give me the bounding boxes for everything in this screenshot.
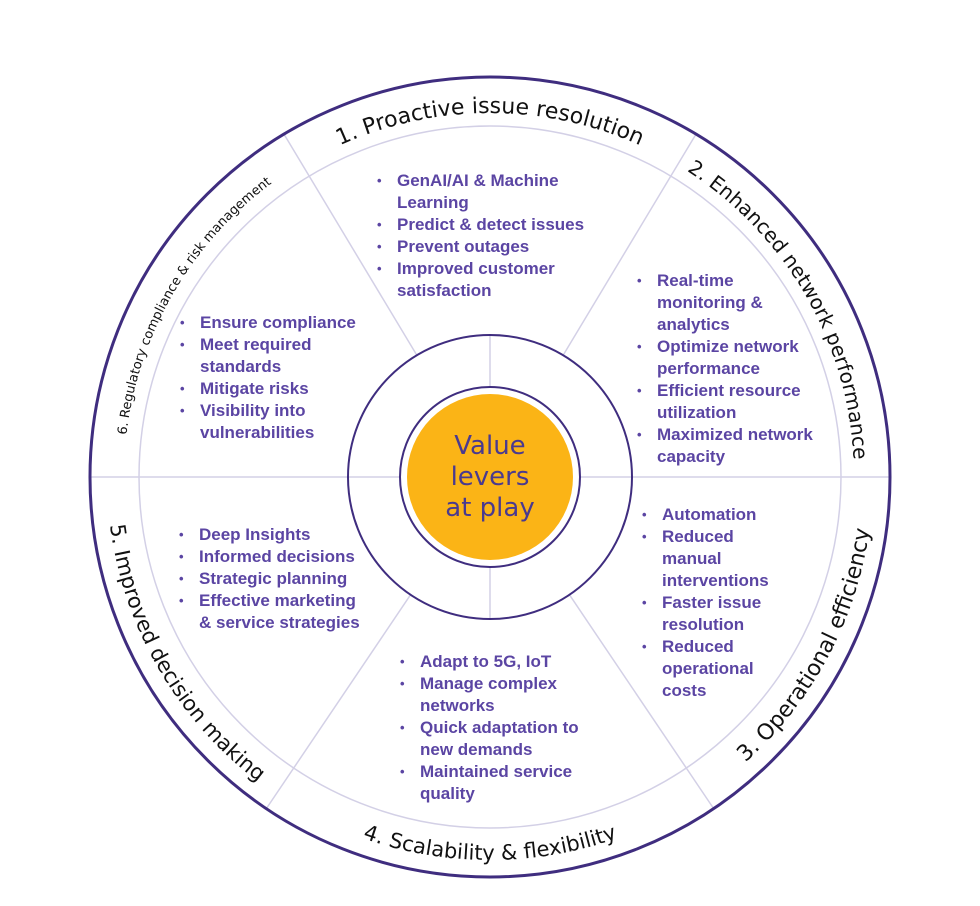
list-item-text: Predict & detect issues xyxy=(397,215,585,234)
bullet-icon: • xyxy=(377,173,382,188)
bullet-icon: • xyxy=(179,549,184,564)
segment-dividers xyxy=(90,133,890,810)
list-item: • Strategic planning xyxy=(179,568,360,590)
segment-2-bullets: • Real-time monitoring & analytics • Optimi… xyxy=(637,270,813,468)
list-item: • Mitigate risks xyxy=(180,378,356,400)
list-item-text: Maintained service quality xyxy=(420,762,573,803)
center-title: Value levers at play xyxy=(445,430,535,523)
bullet-icon: • xyxy=(180,403,185,418)
list-item: • Optimize network performance xyxy=(637,336,813,380)
list-item-text: Meet required standards xyxy=(200,335,312,376)
list-item: • GenAI/AI & Machine Learning xyxy=(377,170,584,214)
list-item: • Efficient resource utilization xyxy=(637,380,813,424)
segment-4-title: 4. Scalability & flexibility xyxy=(361,820,619,865)
list-item-text: Reduced manual interventions xyxy=(662,527,769,590)
bullet-icon: • xyxy=(180,337,185,352)
bullet-icon: • xyxy=(642,529,647,544)
list-item: • Faster issue resolution xyxy=(642,592,769,636)
bullet-icon: • xyxy=(400,720,405,735)
list-item: • Effective marketing & service strategie… xyxy=(179,590,360,634)
segment-1-title: 1. Proactive issue resolution xyxy=(332,94,648,151)
list-item-text: Automation xyxy=(662,505,757,524)
list-item: • Reduced manual interventions xyxy=(642,526,769,592)
list-item: • Deep Insights xyxy=(179,524,360,546)
bullet-icon: • xyxy=(642,595,647,610)
list-item-text: Maximized network capacity xyxy=(657,425,813,466)
segment-1-bullets: • GenAI/AI & Machine Learning • Predict & d… xyxy=(377,170,584,302)
list-item: • Meet required standards xyxy=(180,334,356,378)
bullet-icon: • xyxy=(179,571,184,586)
label-band-circle xyxy=(138,125,842,829)
list-item-text: Real-time monitoring & analytics xyxy=(657,271,763,334)
segment-3-bullets: • Automation • Reduced manual interventions… xyxy=(642,504,769,702)
list-item-text: Reduced operational costs xyxy=(662,637,754,700)
list-item: • Visibility into vulnerabilities xyxy=(180,400,356,444)
bullet-icon: • xyxy=(377,261,382,276)
bullet-icon: • xyxy=(400,654,405,669)
outer-ring xyxy=(88,75,892,879)
list-item-text: Ensure compliance xyxy=(200,313,356,332)
center-disc xyxy=(407,394,573,560)
segment-divider xyxy=(283,133,418,356)
list-item-text: Prevent outages xyxy=(397,237,530,256)
segment-4-bullets: • Adapt to 5G, IoT • Manage complex network… xyxy=(400,651,579,805)
segment-5-bullets: • Deep Insights • Informed decisions • Strate… xyxy=(179,524,360,634)
list-item: • Reduced operational costs xyxy=(642,636,769,702)
bullet-icon: • xyxy=(377,217,382,232)
segment-6-bullets: • Ensure compliance • Meet required standar… xyxy=(180,312,356,444)
list-item-text: Optimize network performance xyxy=(657,337,799,378)
list-item-text: Improved customer satisfaction xyxy=(397,259,555,300)
bullet-icon: • xyxy=(179,527,184,542)
bullet-icon: • xyxy=(637,383,642,398)
list-item: • Quick adaptation to new demands xyxy=(400,717,579,761)
list-item-text: Mitigate risks xyxy=(200,379,309,398)
list-item: • Prevent outages xyxy=(377,236,584,258)
inner-ring xyxy=(347,334,633,620)
segment-divider xyxy=(568,594,715,810)
list-item-text: Manage complex networks xyxy=(420,674,557,715)
bullet-icon: • xyxy=(179,593,184,608)
list-item: • Ensure compliance xyxy=(180,312,356,334)
bullet-icon: • xyxy=(642,507,647,522)
bullet-icon: • xyxy=(637,339,642,354)
bullet-icon: • xyxy=(400,676,405,691)
list-item-text: Informed decisions xyxy=(199,547,355,566)
list-item: • Adapt to 5G, IoT xyxy=(400,651,579,673)
list-item-text: GenAI/AI & Machine Learning xyxy=(397,171,559,212)
list-item: • Manage complex networks xyxy=(400,673,579,717)
list-item: • Maximized network capacity xyxy=(637,424,813,468)
bullet-icon: • xyxy=(400,764,405,779)
list-item: • Real-time monitoring & analytics xyxy=(637,270,813,336)
bullet-icon: • xyxy=(180,381,185,396)
bullet-icon: • xyxy=(180,315,185,330)
list-item-text: Deep Insights xyxy=(199,525,311,544)
list-item-text: Visibility into vulnerabilities xyxy=(200,401,315,442)
list-item-text: Adapt to 5G, IoT xyxy=(420,652,552,671)
list-item-text: Effective marketing & service strategies xyxy=(199,591,360,632)
list-item: • Automation xyxy=(642,504,769,526)
list-item: • Informed decisions xyxy=(179,546,360,568)
bullet-icon: • xyxy=(637,427,642,442)
list-item: • Improved customer satisfaction xyxy=(377,258,584,302)
bullet-icon: • xyxy=(642,639,647,654)
list-item-text: Efficient resource utilization xyxy=(657,381,801,422)
bullet-icon: • xyxy=(377,239,382,254)
list-item: • Predict & detect issues xyxy=(377,214,584,236)
segment-divider xyxy=(562,133,697,356)
list-item: • Maintained service quality xyxy=(400,761,579,805)
segment-1-title-text: 1. Proactive issue resolution xyxy=(332,94,648,151)
segment-4-title-text: 4. Scalability & flexibility xyxy=(361,820,619,865)
segment-divider xyxy=(265,594,412,810)
list-item-text: Quick adaptation to new demands xyxy=(420,718,579,759)
bullet-icon: • xyxy=(637,273,642,288)
list-item-text: Faster issue resolution xyxy=(662,593,762,634)
list-item-text: Strategic planning xyxy=(199,569,348,588)
